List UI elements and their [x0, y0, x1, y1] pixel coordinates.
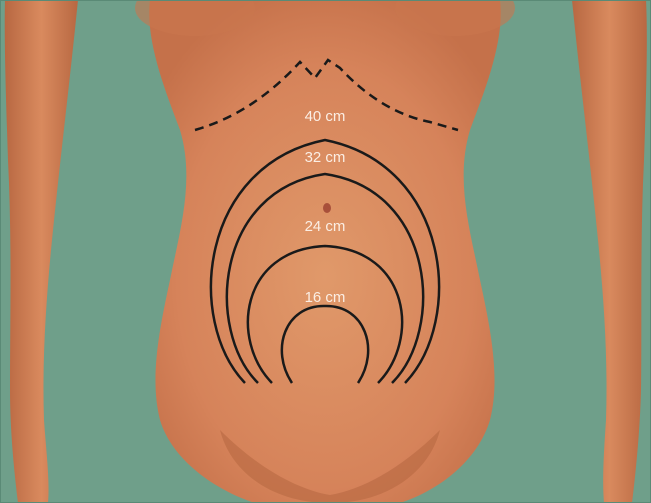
label-40cm: 40 cm: [305, 108, 346, 125]
label-24cm: 24 cm: [305, 218, 346, 235]
torso: [149, 0, 501, 503]
label-16cm: 16 cm: [305, 289, 346, 306]
label-32cm: 32 cm: [305, 149, 346, 166]
navel: [323, 203, 331, 213]
